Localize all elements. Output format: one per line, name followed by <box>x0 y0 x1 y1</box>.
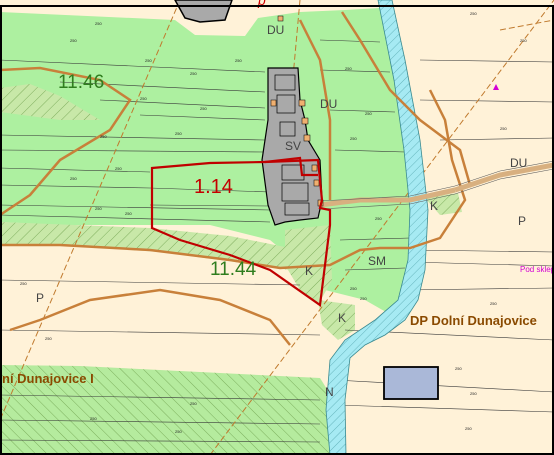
svg-text:250: 250 <box>365 111 372 116</box>
svg-text:250: 250 <box>500 126 507 131</box>
roads <box>0 11 554 346</box>
zone-label-k-low: K <box>338 311 346 325</box>
zone-label-k-mid: K <box>305 264 313 278</box>
place-label-dp-dolni-dunajovice: DP Dolní Dunajovice <box>410 313 537 328</box>
zone-label-11-44: 11.44 <box>210 259 257 280</box>
green-zone-south <box>0 365 345 455</box>
svg-text:250: 250 <box>175 131 182 136</box>
zone-label-p-left: P <box>36 291 44 305</box>
svg-text:250: 250 <box>345 66 352 71</box>
svg-text:250: 250 <box>45 336 52 341</box>
zone-label-du-right: DU <box>510 156 527 170</box>
hatched-strip-middle <box>0 222 300 270</box>
parcel-lines <box>0 39 554 443</box>
zone-label-du-top: DU <box>267 23 284 37</box>
building-dp <box>383 366 439 400</box>
zone-label-k-right: K <box>430 199 438 213</box>
zone-boundary-1-14 <box>150 156 332 307</box>
svg-text:250: 250 <box>470 11 477 16</box>
svg-text:250: 250 <box>235 58 242 63</box>
svg-text:250: 250 <box>115 166 122 171</box>
magenta-marker-icon <box>493 84 499 90</box>
hatched-zone-k <box>285 225 332 305</box>
svg-text:250: 250 <box>520 38 527 43</box>
svg-text:250: 250 <box>465 426 472 431</box>
svg-text:250: 250 <box>190 401 197 406</box>
svg-text:250: 250 <box>350 286 357 291</box>
svg-text:250: 250 <box>145 58 152 63</box>
hatched-strip-west <box>0 84 100 120</box>
svg-text:250: 250 <box>90 416 97 421</box>
building-outlines <box>274 74 310 216</box>
svg-text:250: 250 <box>490 301 497 306</box>
svg-text:250: 250 <box>95 206 102 211</box>
svg-text:250: 250 <box>70 176 77 181</box>
svg-text:250: 250 <box>375 216 382 221</box>
svg-text:250: 250 <box>100 134 107 139</box>
zone-label-p-right: P <box>518 214 526 228</box>
svg-text:250: 250 <box>455 366 462 371</box>
svg-text:250: 250 <box>140 96 147 101</box>
svg-text:250: 250 <box>350 136 357 141</box>
svg-text:250: 250 <box>70 38 77 43</box>
zone-label-n: N <box>325 385 334 399</box>
zone-label-11-46: 11.46 <box>58 72 104 93</box>
zone-label-sv: SV <box>285 139 301 153</box>
place-label-pod-sklep: Pod sklep <box>520 265 554 274</box>
svg-text:250: 250 <box>360 296 367 301</box>
zone-label-sm: SM <box>368 254 386 268</box>
svg-text:250: 250 <box>20 281 27 286</box>
svg-text:250: 250 <box>190 71 197 76</box>
svg-text:250: 250 <box>175 429 182 434</box>
parcel-number-marks: 250 250 250 250 250 250 250 250 250 250 … <box>20 11 527 434</box>
svg-text:250: 250 <box>125 211 132 216</box>
svg-text:250: 250 <box>95 21 102 26</box>
svg-text:250: 250 <box>470 391 477 396</box>
road-edges <box>319 160 554 210</box>
svg-text:250: 250 <box>200 106 207 111</box>
top-fragment-label: p <box>257 0 266 8</box>
map-frame <box>0 5 554 455</box>
orange-plots <box>270 15 324 207</box>
zone-label-du-mid: DU <box>320 97 337 111</box>
zone-label-1-14: 1.14 <box>194 176 233 198</box>
place-label-dolni-dunajovice-left: ní Dunajovice I <box>2 371 94 386</box>
